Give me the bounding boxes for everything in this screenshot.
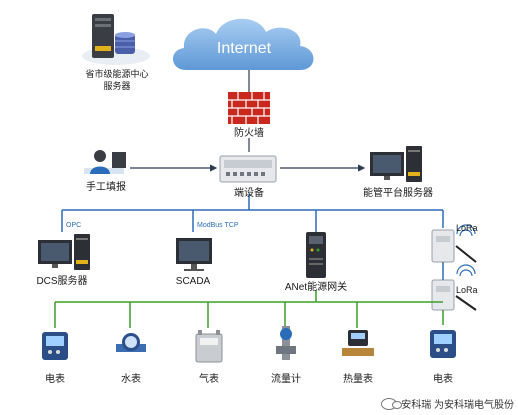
heat-meter-icon — [342, 330, 374, 356]
electric-meter-icon — [430, 330, 456, 358]
meter-label: 流量计 — [271, 374, 301, 385]
anet-gateway-label: ANet能源网关 — [284, 282, 348, 293]
dcs-server-label: DCS服务器 — [36, 276, 88, 287]
flow-meter-icon — [276, 326, 296, 360]
internet-label: Internet — [216, 40, 272, 57]
meter-label: 电表 — [433, 374, 453, 385]
watermark: 安科瑞 为安科瑞电气股份 — [381, 396, 514, 411]
lora-module-icon — [431, 224, 477, 263]
blue-bus-line — [61, 194, 444, 232]
opc-bus-label: OPC — [66, 222, 82, 229]
platform-server-label: 能管平台服务器 — [363, 188, 433, 199]
internet-cloud-icon — [172, 18, 314, 70]
modbus-bus-label: ModBus TCP — [197, 222, 239, 229]
meter-label: 气表 — [199, 374, 219, 385]
wechat-icon — [381, 397, 403, 410]
anet-gateway-icon — [306, 232, 326, 278]
water-meter-icon — [116, 333, 146, 352]
firewall-label: 防火墙 — [234, 128, 264, 139]
firewall-icon — [228, 92, 270, 124]
meter-label: 电表 — [45, 374, 65, 385]
provincial-server-icon — [82, 14, 150, 65]
dcs-server-icon — [38, 234, 90, 270]
gas-meter-icon — [195, 330, 223, 363]
scada-label: SCADA — [175, 276, 211, 287]
meter-label: 热量表 — [343, 374, 373, 385]
end-device-label: 端设备 — [234, 188, 264, 199]
manual-entry-label: 手工填报 — [86, 182, 126, 193]
watermark-text: 安科瑞 为安科瑞电气股份 — [401, 400, 514, 411]
scada-monitor-icon — [176, 238, 212, 271]
electric-meter-icon — [42, 332, 68, 360]
end-device-icon — [219, 155, 277, 183]
platform-server-icon — [370, 146, 422, 182]
provincial-server-label: 省市级能源中心 服务器 — [85, 69, 149, 91]
green-bus-line — [54, 290, 444, 328]
manual-entry-person-icon — [84, 150, 126, 174]
lora-label: LoRa — [456, 285, 478, 295]
lora-label: LoRa — [456, 223, 478, 233]
meter-label: 水表 — [121, 374, 141, 385]
